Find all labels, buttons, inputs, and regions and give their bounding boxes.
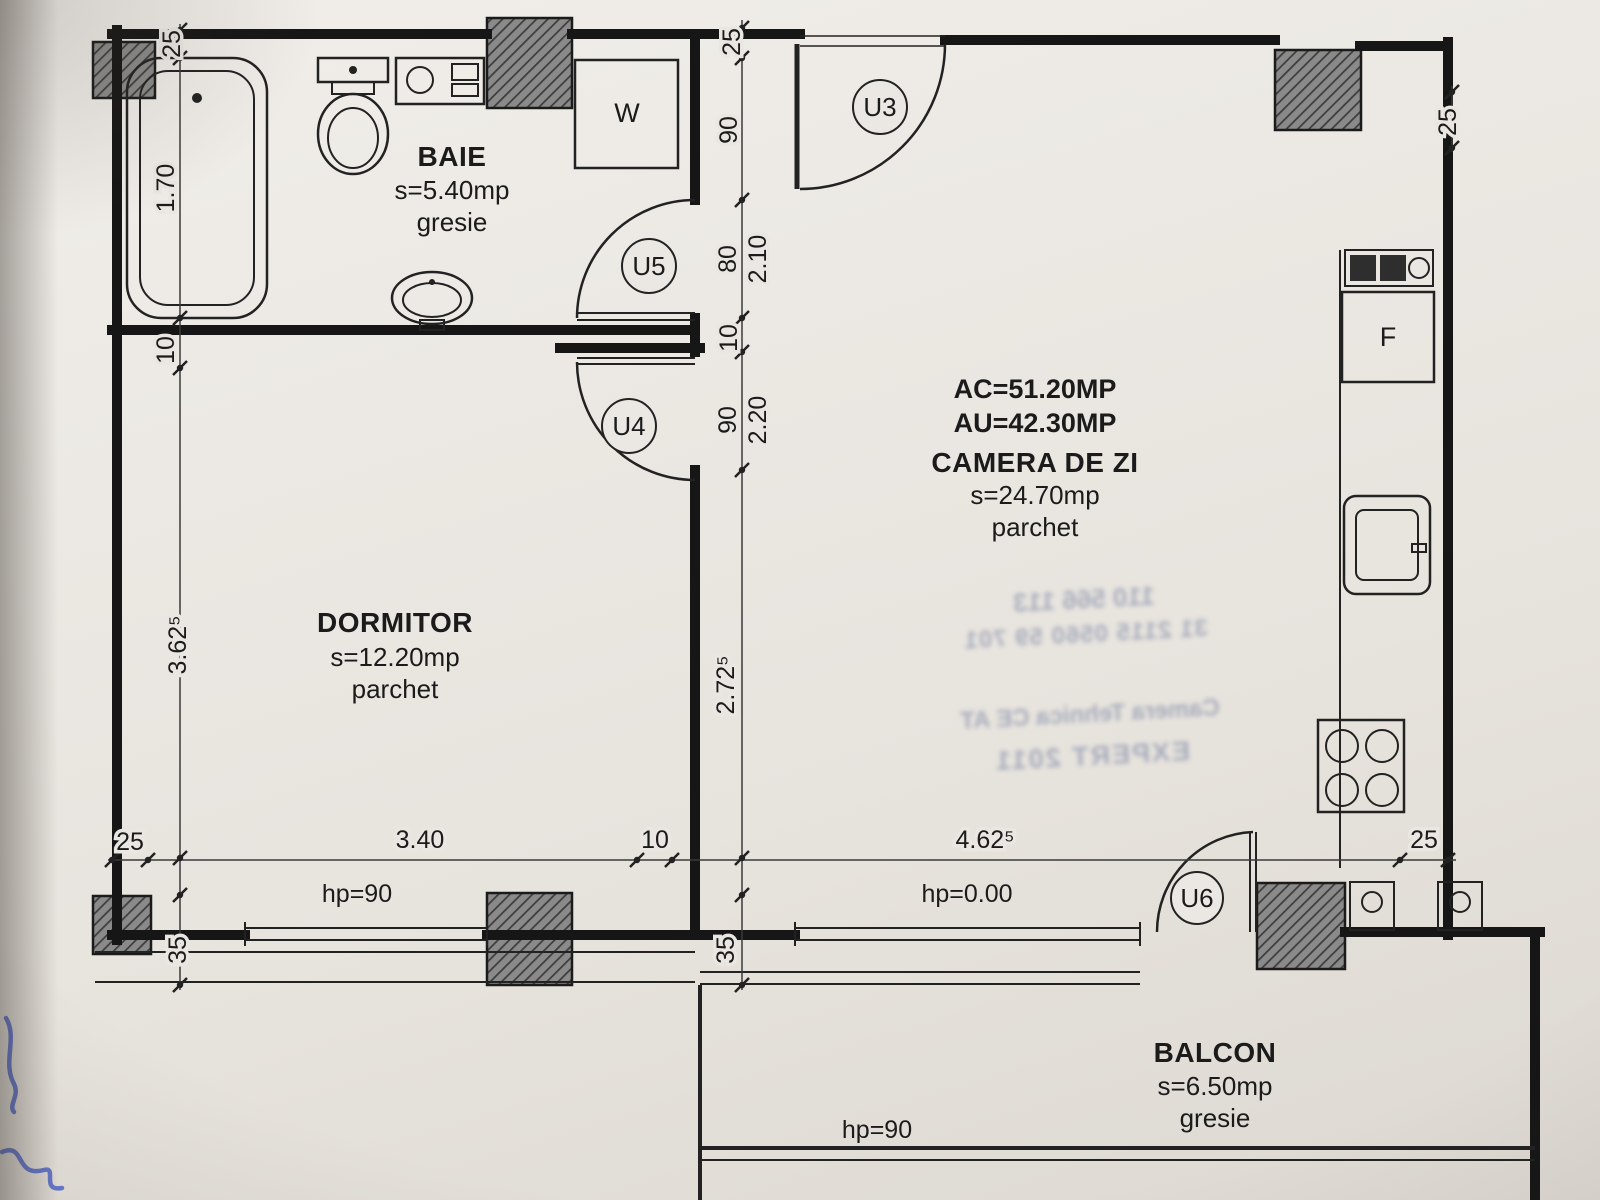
- washing-machine-label: W: [614, 98, 640, 128]
- bathroom-fixtures: [125, 56, 680, 331]
- room-labels: BAIE s=5.40mp gresie DORMITOR s=12.20mp …: [317, 141, 1276, 1133]
- room-finish-balcon: gresie: [1180, 1103, 1251, 1133]
- hp-label-bedroom: hp=90: [322, 880, 392, 908]
- room-finish-dormitor: parchet: [352, 674, 439, 704]
- total-usable-area: AU=42.30MP: [954, 408, 1117, 438]
- room-label-baie: BAIE: [418, 141, 487, 172]
- door-u4-label: U4: [612, 411, 645, 441]
- dim-mid-90a: 90: [715, 116, 743, 144]
- room-label-camera: CAMERA DE ZI: [931, 447, 1138, 478]
- dim-bottom-462: 4.62⁵: [955, 826, 1014, 854]
- door-u3-circle: [852, 79, 908, 135]
- dim-bottom-340: 3.40: [396, 826, 445, 854]
- dim-mid-210: 2.10: [744, 235, 772, 284]
- room-finish-baie: gresie: [417, 207, 488, 237]
- walls: [107, 25, 1545, 1200]
- dim-right-25: 25: [1434, 108, 1462, 136]
- room-area-camera: s=24.70mp: [970, 480, 1099, 510]
- room-label-balcon: BALCON: [1154, 1037, 1277, 1068]
- door-u6-circle: [1170, 871, 1224, 925]
- dimension-chains: [104, 20, 1460, 993]
- appliance-labels: W F: [614, 98, 1396, 352]
- dim-mid-35: 35: [712, 936, 740, 964]
- fridge: [1340, 290, 1436, 384]
- dim-bottom-25r: 25: [1410, 826, 1438, 854]
- kitchen-sink: [1342, 494, 1432, 596]
- dim-mid-220: 2.20: [744, 396, 772, 445]
- dim-mid-80: 80: [714, 245, 742, 273]
- door-arcs: [575, 43, 1254, 933]
- dimension-labels: 25 1.70 10 3.62⁵ 35 25 90 80 2.10 10 90 …: [113, 25, 1466, 968]
- bathtub-drain: [192, 93, 202, 103]
- fridge-label: F: [1380, 322, 1397, 352]
- door-u3-label: U3: [863, 92, 896, 122]
- door-u5-circle: [621, 238, 677, 294]
- dim-left-10: 10: [152, 336, 180, 364]
- dim-bottom-10: 10: [641, 826, 669, 854]
- total-built-area: AC=51.20MP: [954, 374, 1117, 404]
- bathroom-counter: [394, 56, 486, 106]
- washbasin: [390, 270, 474, 331]
- door-u6-arc: [1155, 830, 1254, 933]
- concrete-columns: [91, 16, 1363, 987]
- room-area-balcon: s=6.50mp: [1158, 1071, 1273, 1101]
- bathtub: [125, 56, 269, 320]
- door-u4-circle: [601, 398, 657, 454]
- kitchen-fixtures: [1316, 249, 1483, 931]
- room-label-dormitor: DORMITOR: [317, 607, 473, 638]
- dim-left-362: 3.62⁵: [164, 615, 192, 674]
- room-finish-camera: parchet: [992, 512, 1079, 542]
- window-labels: hp=90 hp=0.00 hp=90: [322, 880, 1013, 1144]
- hp-label-living: hp=0.00: [921, 880, 1012, 908]
- washing-machine: [573, 58, 680, 170]
- dim-left-35: 35: [164, 936, 192, 964]
- door-labels: U3 U5 U4 U6: [601, 79, 1224, 925]
- pen-marks: [0, 1015, 65, 1191]
- dim-bottom-25l: 25: [116, 828, 144, 856]
- dim-left-25: 25: [158, 30, 186, 58]
- room-area-dormitor: s=12.20mp: [330, 642, 459, 672]
- stove: [1316, 718, 1406, 814]
- toilet: [316, 56, 390, 176]
- door-u6-label: U6: [1180, 883, 1213, 913]
- dim-left-170: 1.70: [152, 164, 180, 213]
- door-u5-label: U5: [632, 251, 665, 281]
- dim-mid-272: 2.72⁵: [712, 655, 740, 714]
- heating-units: [1349, 881, 1483, 931]
- dim-mid-25: 25: [718, 28, 746, 56]
- hp-label-balcony: hp=90: [842, 1116, 912, 1144]
- door-u3-arc: [799, 43, 947, 191]
- thin-lines: [95, 35, 1535, 1200]
- dim-mid-90b: 90: [714, 406, 742, 434]
- dim-mid-10: 10: [715, 324, 743, 352]
- door-u5-arc: [575, 198, 696, 319]
- room-area-baie: s=5.40mp: [395, 175, 510, 205]
- kitchen-upper-cabinet: [1344, 249, 1434, 287]
